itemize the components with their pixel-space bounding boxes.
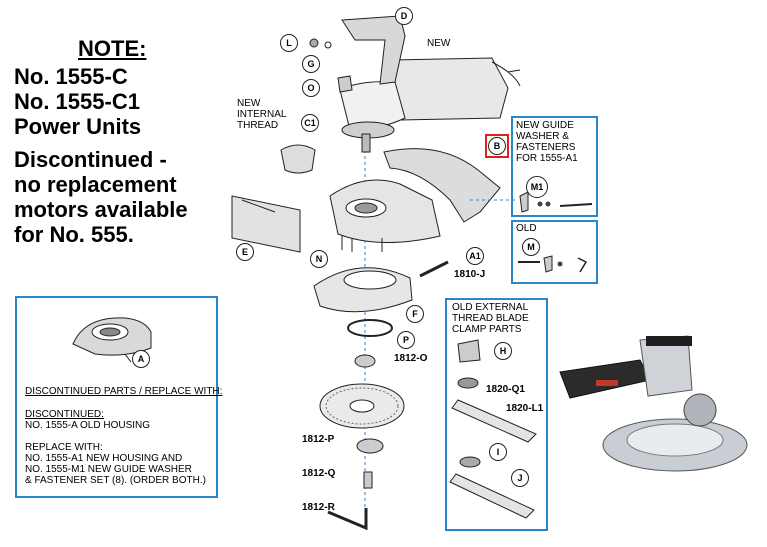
replace-title: REPLACE WITH: xyxy=(25,442,103,453)
note-line: Discontinued - xyxy=(14,147,167,172)
guide-washer-parts xyxy=(519,191,593,213)
callout-G: G xyxy=(302,55,320,73)
discontinued-parts-box: A DISCONTINUED PARTS / REPLACE WITH: DIS… xyxy=(15,296,222,498)
nut-1812-O xyxy=(354,354,376,368)
callout-B: B xyxy=(488,137,506,155)
old-box xyxy=(511,220,598,284)
part-1812-O: 1812-O xyxy=(394,353,428,364)
callout-J: J xyxy=(511,469,529,487)
old-external-box xyxy=(445,298,548,531)
note-title: NOTE: xyxy=(78,36,147,61)
replace-line: & FASTENER SET (8). (ORDER BOTH.) xyxy=(25,475,206,486)
callout-O: O xyxy=(302,79,320,97)
note-line: motors available xyxy=(14,197,188,222)
callout-B-highlight xyxy=(485,134,509,158)
new-guide-box xyxy=(511,116,598,217)
part-1812-R: 1812-R xyxy=(302,502,335,513)
old-clamp-parts xyxy=(449,339,537,519)
old-label: OLD xyxy=(516,223,537,234)
key-1810-J xyxy=(419,260,449,278)
discontinued-item: NO. 1555-A OLD HOUSING xyxy=(25,420,151,431)
callout-D: D xyxy=(395,7,413,25)
power-unit-photo xyxy=(559,335,748,472)
callout-A: A xyxy=(132,350,150,368)
callout-M: M xyxy=(522,238,540,256)
note-line: No. 1555-C xyxy=(14,64,128,89)
note-line: for No. 555. xyxy=(14,222,134,247)
replace-line: NO. 1555-M1 NEW GUIDE WASHER xyxy=(25,464,192,475)
old-external-label: CLAMP PARTS xyxy=(452,324,522,335)
callout-H: H xyxy=(494,342,512,360)
callout-P: P xyxy=(397,331,415,349)
label-new: NEW xyxy=(427,38,451,49)
hex-key-1812-R xyxy=(327,508,368,531)
callout-A1: A1 xyxy=(466,247,484,265)
old-external-label: OLD EXTERNAL xyxy=(452,302,529,313)
washer-P xyxy=(347,319,393,337)
old-external-label: THREAD BLADE xyxy=(452,313,529,324)
saw-blade-drawing xyxy=(319,383,405,429)
label-new-internal: INTERNAL xyxy=(237,109,287,120)
part-1820-Q1: 1820-Q1 xyxy=(486,384,525,395)
note-line: no replacement xyxy=(14,172,177,197)
new-guide-label: FOR 1555-A1 xyxy=(516,153,578,164)
guide-part-E xyxy=(231,195,301,253)
old-housing-drawing xyxy=(72,317,152,363)
washer-1812-P xyxy=(356,438,384,454)
part-1812-Q: 1812-Q xyxy=(302,468,336,479)
callout-E: E xyxy=(236,243,254,261)
part-1812-P: 1812-P xyxy=(302,434,335,445)
discontinued-header: DISCONTINUED PARTS / REPLACE WITH: xyxy=(25,386,223,397)
small-fasteners xyxy=(280,38,353,174)
note-line: Power Units xyxy=(14,114,142,139)
callout-N: N xyxy=(310,250,328,268)
new-guide-label: WASHER & xyxy=(516,131,569,142)
callout-I: I xyxy=(489,443,507,461)
part-1810-J: 1810-J xyxy=(454,269,486,280)
new-guide-label: NEW GUIDE xyxy=(516,120,574,131)
old-washer-parts xyxy=(518,255,588,273)
callout-M1: M1 xyxy=(526,176,548,198)
replace-line: NO. 1555-A1 NEW HOUSING AND xyxy=(25,453,183,464)
housing-A1-drawing xyxy=(329,179,441,244)
part-1820-L1: 1820-L1 xyxy=(506,403,544,414)
screw-1812-Q xyxy=(363,471,373,489)
callout-F: F xyxy=(406,305,424,323)
callout-L: L xyxy=(280,34,298,52)
note-line: No. 1555-C1 xyxy=(14,89,140,114)
label-new-internal: NEW xyxy=(237,98,261,109)
new-guide-label: FASTENERS xyxy=(516,142,576,153)
discontinued-title: DISCONTINUED: xyxy=(25,409,104,420)
screws-N xyxy=(341,236,383,252)
label-new-internal: THREAD xyxy=(237,120,279,131)
callout-C1: C1 xyxy=(301,114,319,132)
motor-drawing xyxy=(339,15,521,153)
